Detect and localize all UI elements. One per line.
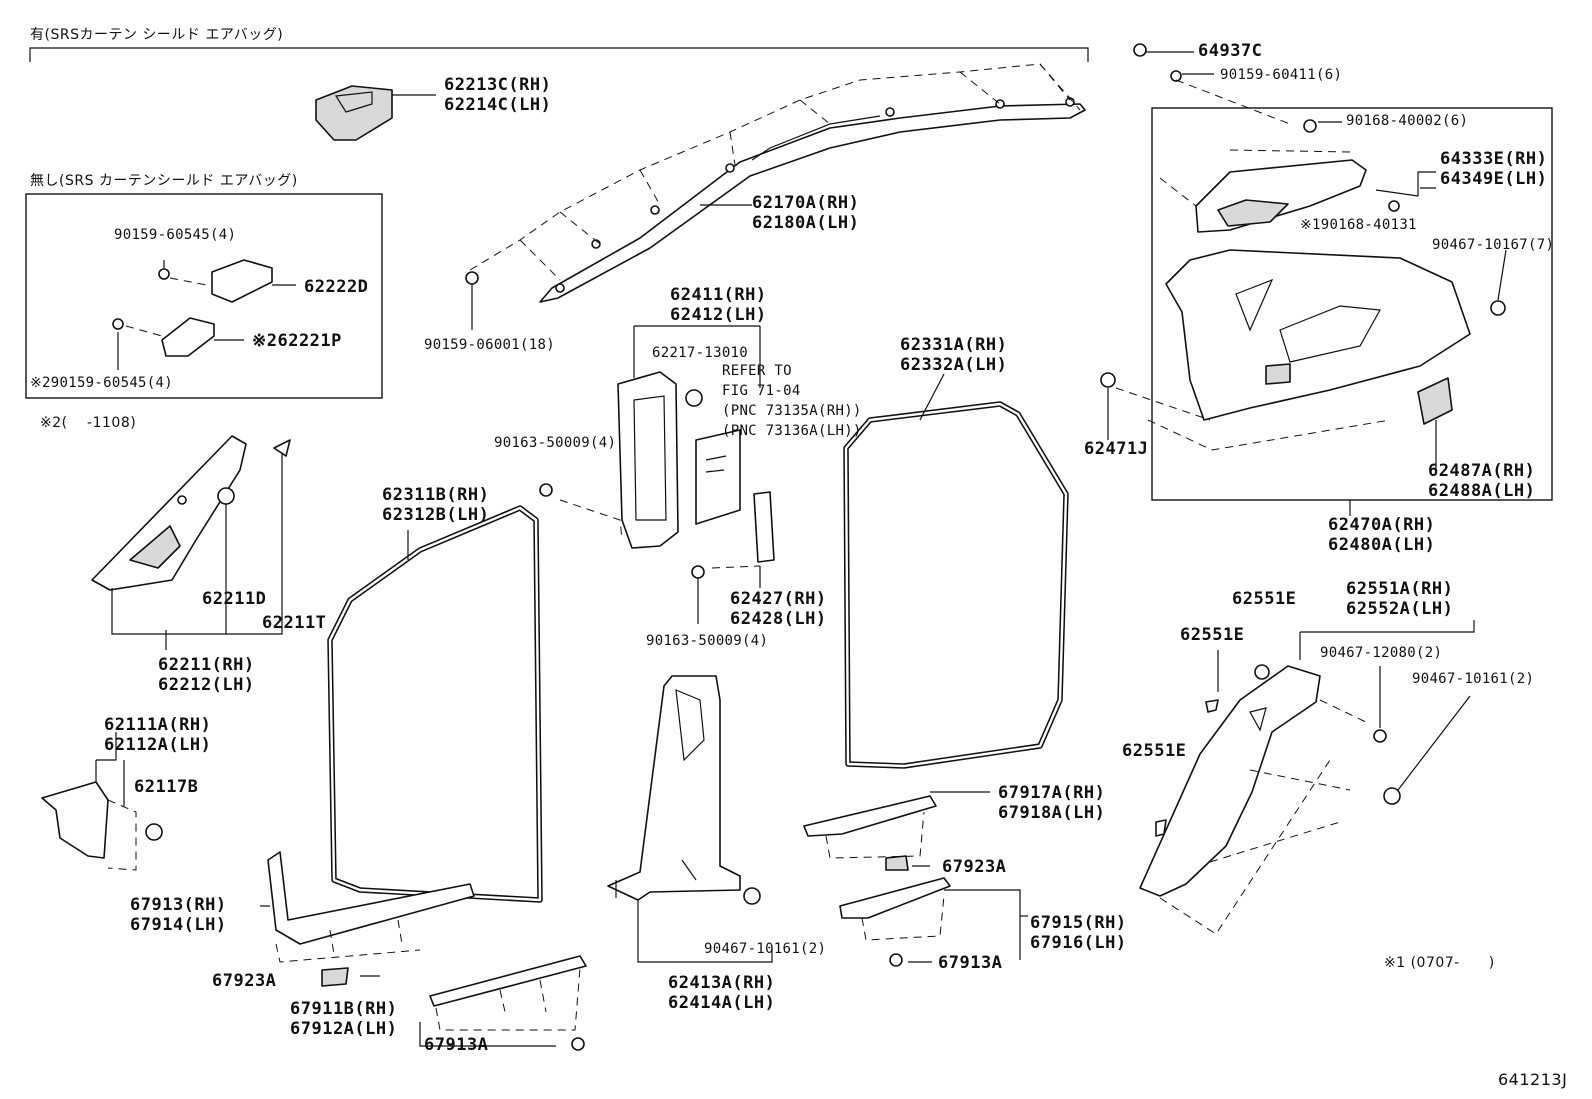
front-door-weatherstrip: [327, 505, 543, 903]
part-67923a-rear[interactable]: 67923A: [942, 857, 1007, 877]
part-62311b[interactable]: 62311B(RH): [382, 485, 490, 505]
part-62117b[interactable]: 62117B: [134, 777, 199, 797]
part-67915[interactable]: 67915(RH): [1030, 913, 1127, 933]
part-62551e-2[interactable]: 62551E: [1180, 625, 1245, 645]
part-62170a[interactable]: 62170A(RH): [752, 193, 860, 213]
part-90163-50009-a[interactable]: 90163-50009(4): [494, 435, 617, 451]
part-67913a-front[interactable]: 67913A: [424, 1035, 489, 1055]
rear-scuff-plate: [429, 955, 587, 1051]
part-62471j[interactable]: 62471J: [1084, 439, 1149, 459]
part-64349e[interactable]: 64349E(LH): [1440, 169, 1548, 189]
rear-scuff-67917a: [803, 795, 937, 871]
part-64937c[interactable]: 64937C: [1198, 41, 1263, 61]
part-62551e-1[interactable]: 62551E: [1232, 589, 1297, 609]
part-90159-60545[interactable]: 90159-60545(4): [114, 227, 237, 243]
part-62222d[interactable]: 62222D: [304, 277, 369, 297]
part-67911b[interactable]: 67911B(RH): [290, 999, 398, 1019]
quarter-trim-lower: [1165, 249, 1471, 421]
part-62428[interactable]: 62428(LH): [730, 609, 827, 629]
part-62211t[interactable]: 62211T: [262, 613, 327, 633]
part-90163-50009-b[interactable]: 90163-50009(4): [646, 633, 769, 649]
part-90159-60545-2[interactable]: ※290159-60545(4): [30, 375, 173, 391]
part-62111a[interactable]: 62111A(RH): [104, 715, 212, 735]
a-pillar-garnish: [91, 435, 291, 635]
part-62332a[interactable]: 62332A(LH): [900, 355, 1008, 375]
part-62331a[interactable]: 62331A(RH): [900, 335, 1008, 355]
part-67914[interactable]: 67914(LH): [130, 915, 227, 935]
part-62211[interactable]: 62211(RH): [158, 655, 255, 675]
part-62480a[interactable]: 62480A(LH): [1328, 535, 1436, 555]
center-pillar-upper: [539, 325, 775, 624]
part-90159-60411[interactable]: 90159-60411(6): [1220, 67, 1343, 83]
part-90168-40131[interactable]: ※190168-40131: [1300, 217, 1417, 233]
clip-90159-06001: [465, 271, 479, 330]
part-62470a[interactable]: 62470A(RH): [1328, 515, 1436, 535]
refer-line-3: (PNC 73135A(RH)): [722, 403, 862, 419]
part-62487a[interactable]: 62487A(RH): [1428, 461, 1536, 481]
duct-62487a: [1417, 377, 1453, 470]
part-62211d[interactable]: 62211D: [202, 589, 267, 609]
part-62214c[interactable]: 62214C(LH): [444, 95, 552, 115]
header-with-airbag: 有(SRSカーテン シールド エアバッグ): [30, 27, 284, 43]
part-62312b[interactable]: 62312B(LH): [382, 505, 490, 525]
part-67912a[interactable]: 67912A(LH): [290, 1019, 398, 1039]
roof-side-rail-garnish: [539, 97, 1086, 303]
part-67918a[interactable]: 67918A(LH): [998, 803, 1106, 823]
quarter-lower-trim: [1139, 620, 1475, 935]
part-62427[interactable]: 62427(RH): [730, 589, 827, 609]
part-62488a[interactable]: 62488A(LH): [1428, 481, 1536, 501]
part-90159-06001[interactable]: 90159-06001(18): [424, 337, 555, 353]
part-67913[interactable]: 67913(RH): [130, 895, 227, 915]
front-scuff-plate: [267, 851, 475, 987]
note-2: ※2( -1108): [40, 415, 137, 431]
part-90467-10161-b[interactable]: 90467-10161(2): [1412, 671, 1535, 687]
part-90168-40002[interactable]: 90168-40002(6): [1346, 113, 1469, 129]
part-64333e[interactable]: 64333E(RH): [1440, 149, 1548, 169]
clip-62221p: [112, 317, 244, 370]
part-90467-10161-a[interactable]: 90467-10161(2): [704, 941, 827, 957]
refer-line-4: (PNC 73136A(LH)): [722, 423, 862, 439]
part-62552a[interactable]: 62552A(LH): [1346, 599, 1454, 619]
quarter-trim-upper: [1159, 149, 1367, 233]
part-90467-10167[interactable]: 90467-10167(7): [1432, 237, 1555, 253]
garnish-62213c: [315, 85, 436, 141]
kick-panel-62111a: [41, 760, 163, 871]
part-62551e-3[interactable]: 62551E: [1122, 741, 1187, 761]
part-67913a-rear[interactable]: 67913A: [938, 953, 1003, 973]
refer-line-1: REFER TO: [722, 363, 792, 379]
part-62112a[interactable]: 62112A(LH): [104, 735, 212, 755]
part-90467-12080[interactable]: 90467-12080(2): [1320, 645, 1443, 661]
part-62411[interactable]: 62411(RH): [670, 285, 767, 305]
refer-line-2: FIG 71-04: [722, 383, 801, 399]
part-67923a-front[interactable]: 67923A: [212, 971, 277, 991]
part-62413a[interactable]: 62413A(RH): [668, 973, 776, 993]
clip-62222d: [158, 259, 296, 303]
part-62180a[interactable]: 62180A(LH): [752, 213, 860, 233]
part-67917a[interactable]: 67917A(RH): [998, 783, 1106, 803]
part-62412[interactable]: 62412(LH): [670, 305, 767, 325]
part-62551a[interactable]: 62551A(RH): [1346, 579, 1454, 599]
center-pillar-lower: [607, 675, 773, 963]
header-without-airbag: 無し(SRS カーテンシールド エアバッグ): [30, 173, 298, 189]
part-62213c[interactable]: 62213C(RH): [444, 75, 552, 95]
part-62212[interactable]: 62212(LH): [158, 675, 255, 695]
part-62414a[interactable]: 62414A(LH): [668, 993, 776, 1013]
part-62221p[interactable]: ※262221P: [252, 331, 342, 351]
part-62217-13010[interactable]: 62217-13010: [652, 345, 749, 361]
part-67916[interactable]: 67916(LH): [1030, 933, 1127, 953]
rear-scuff-67915: [839, 877, 1021, 967]
note-1: ※1 (0707- ): [1384, 955, 1495, 971]
rear-door-weatherstrip: [843, 401, 1069, 769]
diagram-code: 641213J: [1498, 1070, 1568, 1089]
